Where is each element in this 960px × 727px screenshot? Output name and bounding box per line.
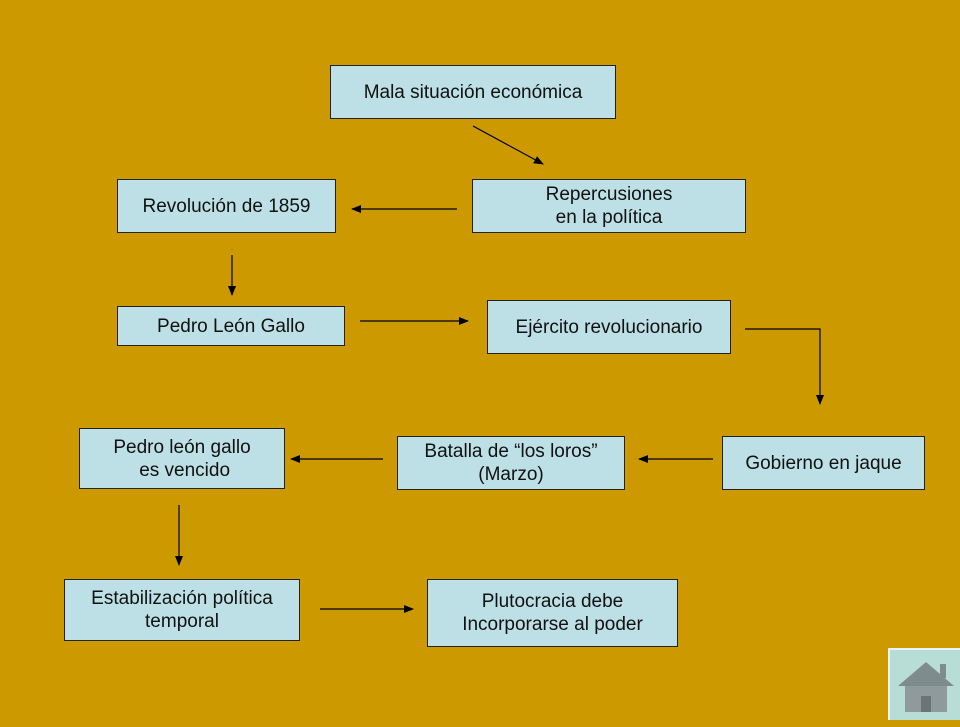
home-icon <box>898 662 954 712</box>
home-button[interactable] <box>888 648 960 720</box>
arrow-mala-to-repercusiones <box>472 125 544 165</box>
node-estabilizacion: Estabilización política temporal <box>64 579 300 641</box>
node-batalla: Batalla de “los loros” (Marzo) <box>397 436 625 490</box>
node-pedro-leon-gallo: Pedro León Gallo <box>117 306 345 346</box>
node-ejercito: Ejército revolucionario <box>487 300 731 354</box>
node-gobierno: Gobierno en jaque <box>722 436 925 490</box>
node-plutocracia: Plutocracia debe Incorporarse al poder <box>427 579 678 647</box>
node-mala-situacion: Mala situación económica <box>330 65 616 119</box>
arrow-ejercito-to-gobierno <box>745 328 824 405</box>
node-revolucion: Revolución de 1859 <box>117 179 336 233</box>
node-vencido: Pedro león gallo es vencido <box>79 428 285 489</box>
node-repercusiones: Repercusiones en la política <box>472 179 746 233</box>
